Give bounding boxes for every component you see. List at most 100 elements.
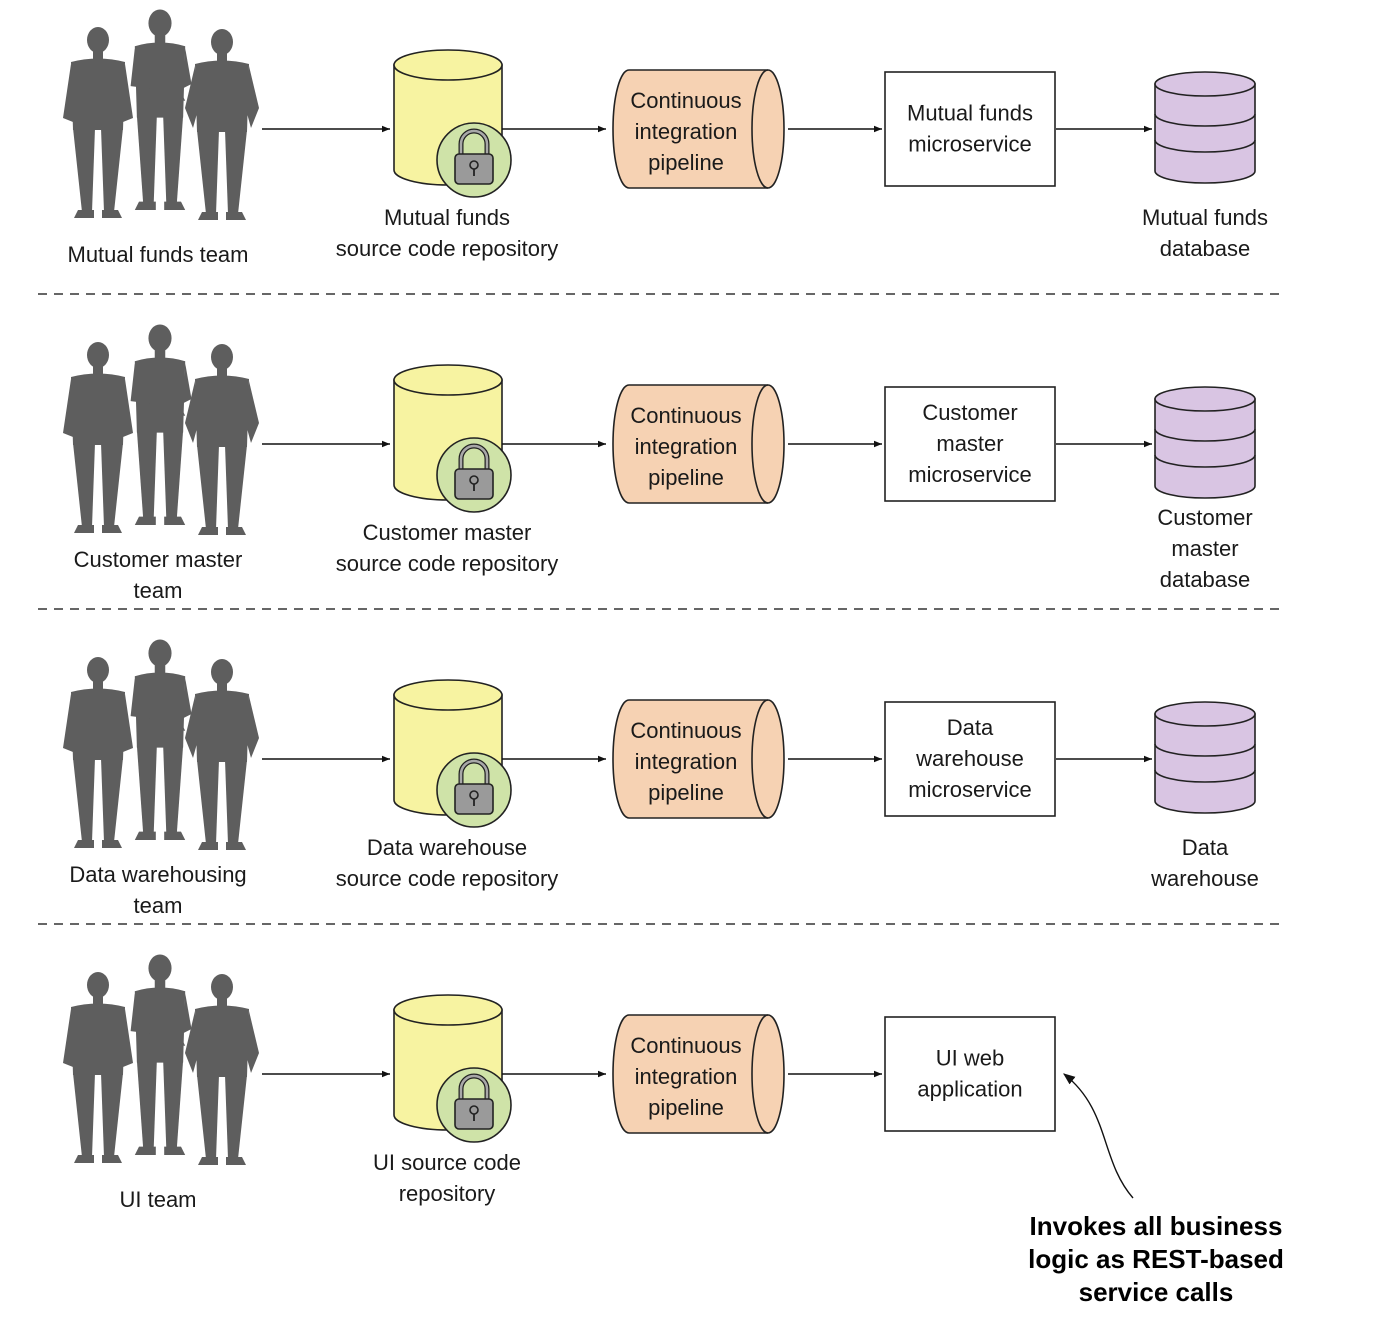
team-row: Customer master team Customer master source… (63, 324, 1256, 603)
service-label: Mutual funds microservice (907, 101, 1033, 157)
pipeline-label-line: pipeline (648, 150, 724, 175)
repository-label-line: Data warehouse (367, 835, 527, 860)
repository-cylinder-icon (393, 364, 512, 513)
pipeline-label: Continuous integration pipeline (630, 403, 741, 490)
service-label-line: Customer (922, 400, 1017, 425)
team-people-icon (63, 324, 259, 535)
team-label-line: Mutual funds team (68, 242, 249, 267)
team-label-line: team (134, 578, 183, 603)
callout-arrow (1063, 1073, 1134, 1199)
service-label-line: UI web (936, 1046, 1004, 1071)
person-silhouette-icon (63, 27, 133, 218)
team-label-line: Data warehousing (69, 862, 246, 887)
database-label-line: warehouse (1150, 866, 1259, 891)
pipeline-cylinder-shape (612, 69, 785, 189)
service-box (884, 71, 1056, 187)
database-label-line: Mutual funds (1142, 205, 1268, 230)
service-label: UI web application (917, 1046, 1022, 1102)
padlock-icon (436, 1067, 512, 1143)
repository-cylinder-icon (393, 994, 512, 1143)
service-label-line: master (936, 431, 1003, 456)
person-silhouette-icon (130, 954, 192, 1155)
person-silhouette-icon (185, 659, 259, 850)
person-silhouette-icon (63, 657, 133, 848)
pipeline-label-line: pipeline (648, 465, 724, 490)
database-stack-icon (1154, 386, 1256, 499)
padlock-icon (436, 752, 512, 828)
repository-label-line: source code repository (336, 551, 559, 576)
pipeline-label-line: Continuous (630, 718, 741, 743)
service-box (884, 701, 1056, 817)
service-label: Data warehouse microservice (908, 715, 1031, 802)
team-label-line: UI team (119, 1187, 196, 1212)
repository-label-line: repository (399, 1181, 496, 1206)
person-silhouette-icon (185, 29, 259, 220)
repository-label-line: Mutual funds (384, 205, 510, 230)
team-row: UI team UI source code repository Continuou… (63, 954, 1056, 1212)
callout-text-line: Invokes all business (1030, 1211, 1283, 1241)
pipeline-label: Continuous integration pipeline (630, 88, 741, 175)
database-label-line: Customer (1157, 505, 1252, 530)
service-box (884, 1016, 1056, 1132)
database-label: Data warehouse (1150, 835, 1259, 891)
repository-cylinder-icon (393, 679, 512, 828)
callout-text-line: logic as REST-based (1028, 1244, 1284, 1274)
team-label: Mutual funds team (68, 242, 249, 267)
service-label-line: microservice (908, 132, 1031, 157)
callout-text-line: service calls (1079, 1277, 1234, 1307)
repository-label: Customer master source code repository (336, 520, 559, 576)
team-label-line: Customer master (74, 547, 243, 572)
team-label-line: team (134, 893, 183, 918)
service-label-line: microservice (908, 777, 1031, 802)
repository-label: UI source code repository (373, 1150, 521, 1206)
repository-label: Data warehouse source code repository (336, 835, 559, 891)
padlock-icon (436, 122, 512, 198)
pipeline-label-line: pipeline (648, 1095, 724, 1120)
team-label: UI team (119, 1187, 196, 1212)
repository-label-line: Customer master (363, 520, 532, 545)
service-label-line: application (917, 1077, 1022, 1102)
service-label-line: warehouse (915, 746, 1024, 771)
team-label: Customer master team (74, 547, 243, 603)
repository-label-line: source code repository (336, 866, 559, 891)
person-silhouette-icon (130, 324, 192, 525)
database-label: Mutual funds database (1142, 205, 1268, 261)
pipeline-label-line: Continuous (630, 1033, 741, 1058)
pipeline-cylinder-shape (612, 699, 785, 819)
database-label-line: database (1160, 236, 1251, 261)
pipeline-label-line: pipeline (648, 780, 724, 805)
team-row: Data warehousing team Data warehouse source… (63, 639, 1259, 918)
person-silhouette-icon (130, 9, 192, 210)
padlock-icon (436, 437, 512, 513)
service-label-line: Mutual funds (907, 101, 1033, 126)
database-stack-icon (1154, 701, 1256, 814)
pipeline-label-line: Continuous (630, 403, 741, 428)
pipeline-label-line: integration (635, 1064, 738, 1089)
database-stack-icon (1154, 71, 1256, 184)
service-label-line: microservice (908, 462, 1031, 487)
database-label-line: Data (1182, 835, 1229, 860)
repository-cylinder-icon (393, 49, 512, 198)
person-silhouette-icon (185, 344, 259, 535)
pipeline-cylinder-shape (612, 384, 785, 504)
pipeline-label-line: integration (635, 119, 738, 144)
pipeline-cylinder-shape (612, 1014, 785, 1134)
pipeline-label-line: Continuous (630, 88, 741, 113)
pipeline-label-line: integration (635, 434, 738, 459)
service-label: Customer master microservice (908, 400, 1031, 487)
person-silhouette-icon (185, 974, 259, 1165)
database-label-line: database (1160, 567, 1251, 592)
team-people-icon (63, 9, 259, 220)
team-people-icon (63, 954, 259, 1165)
person-silhouette-icon (63, 972, 133, 1163)
service-label-line: Data (947, 715, 994, 740)
team-label: Data warehousing team (69, 862, 246, 918)
service-box (884, 386, 1056, 502)
repository-label-line: UI source code (373, 1150, 521, 1175)
